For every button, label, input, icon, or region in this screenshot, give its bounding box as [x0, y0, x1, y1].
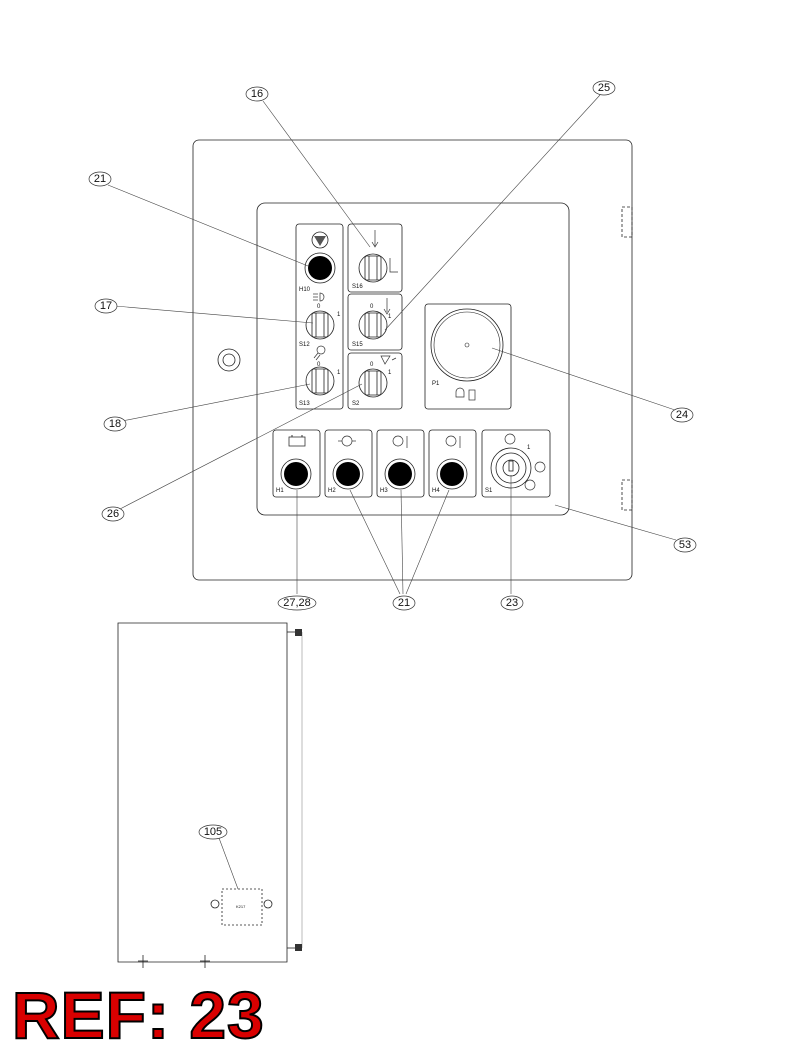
- work-light-icon: [313, 345, 326, 361]
- callout-23: 23: [506, 597, 518, 609]
- reference-label: REF: 23: [11, 978, 265, 1052]
- callout-21-top-bubble: [88, 171, 112, 187]
- s13-pos-0: 0: [317, 362, 321, 368]
- s12-pos-0: 0: [317, 304, 321, 310]
- instrument-panel: [256, 202, 570, 516]
- callout-18: 18: [109, 418, 121, 430]
- label-h2: H2: [328, 488, 336, 494]
- s2-module: [347, 352, 403, 410]
- s15-module: [347, 293, 403, 351]
- s13-switch: [305, 366, 335, 396]
- p1-module: [424, 303, 512, 410]
- label-s1: S1: [485, 488, 493, 494]
- callout-17: 17: [100, 300, 112, 312]
- callout-16-bubble: [245, 86, 269, 102]
- callout-24-bubble: [670, 407, 694, 423]
- label-s15: S15: [352, 342, 363, 348]
- lift-up-icon: [371, 230, 398, 273]
- callout-21-bottom-bubble: [392, 595, 416, 611]
- label-h4: H4: [432, 488, 440, 494]
- s2-pos-0: 0: [370, 362, 374, 368]
- hinge-pin-top: [295, 629, 302, 636]
- label-s12: S12: [299, 342, 310, 348]
- h1-module: [272, 429, 321, 498]
- lift-down-icon: [383, 298, 391, 315]
- callout-25: 25: [598, 82, 610, 94]
- label-s2: S2: [352, 401, 360, 407]
- callout-21-bottom: 21: [398, 597, 410, 609]
- callout-21-top: 21: [94, 173, 106, 185]
- h1-indicator: [280, 458, 312, 490]
- h3-module: [376, 429, 425, 498]
- headlight-icon: [313, 292, 325, 302]
- left-module-box: [295, 223, 344, 410]
- hinge-bottom: [621, 479, 633, 511]
- s2-pos-1: 1: [388, 370, 392, 376]
- callout-25-bubble: [592, 80, 616, 96]
- callout-26: 26: [107, 508, 119, 520]
- callout-18-bubble: [103, 416, 127, 432]
- s13-pos-1: 1: [337, 370, 341, 376]
- tipper-icon: [380, 355, 397, 365]
- warning-triangle-icon: [311, 231, 329, 249]
- callout-23-bubble: [500, 595, 524, 611]
- coolant-temp-icon: [392, 435, 408, 448]
- oil-pressure-icon: [338, 435, 356, 447]
- s15-switch: [358, 310, 388, 340]
- s1-pos-1: 1: [527, 445, 531, 451]
- k217-relay: [221, 888, 263, 926]
- fuel-level-icon: [445, 435, 461, 448]
- door-lock: [217, 348, 241, 372]
- callout-105: 105: [204, 826, 222, 838]
- h3-indicator: [384, 458, 416, 490]
- callout-105-bubble: [198, 824, 228, 840]
- s12-switch: [305, 310, 335, 340]
- h4-module: [428, 429, 477, 498]
- s16-switch: [358, 253, 388, 283]
- h10-indicator: [304, 252, 336, 284]
- s16-module: [347, 223, 403, 293]
- p1-hour-meter: [430, 308, 504, 382]
- h2-module: [324, 429, 373, 498]
- callout-26-bubble: [101, 506, 125, 522]
- callout-27-28-bubble: [277, 595, 317, 611]
- hinge-top: [621, 206, 633, 238]
- callout-16: 16: [251, 88, 263, 100]
- label-s13: S13: [299, 401, 310, 407]
- h2-indicator: [332, 458, 364, 490]
- callout-27-28: 27,28: [283, 597, 311, 609]
- label-h10: H10: [299, 287, 311, 293]
- hour-meter-icon: [455, 387, 476, 401]
- battery-icon: [288, 435, 306, 447]
- s15-pos-0: 0: [370, 304, 374, 310]
- s1-module: [481, 429, 551, 498]
- callout-24: 24: [676, 409, 688, 421]
- label-s16: S16: [352, 284, 363, 290]
- side-enclosure: [117, 622, 288, 963]
- label-h1: H1: [276, 488, 284, 494]
- s2-switch: [358, 368, 388, 398]
- s12-pos-1: 1: [337, 312, 341, 318]
- cabinet-outline: [192, 139, 633, 581]
- s15-pos-1: 1: [388, 314, 392, 320]
- callout-53: 53: [679, 539, 691, 551]
- preheat-icon: [504, 433, 546, 491]
- hinge-pin-bottom: [295, 944, 302, 951]
- label-k217: K217: [236, 904, 246, 909]
- callout-53-bubble: [673, 537, 697, 553]
- label-p1: P1: [432, 381, 440, 387]
- label-h3: H3: [380, 488, 388, 494]
- callout-17-bubble: [94, 298, 118, 314]
- h4-indicator: [436, 458, 468, 490]
